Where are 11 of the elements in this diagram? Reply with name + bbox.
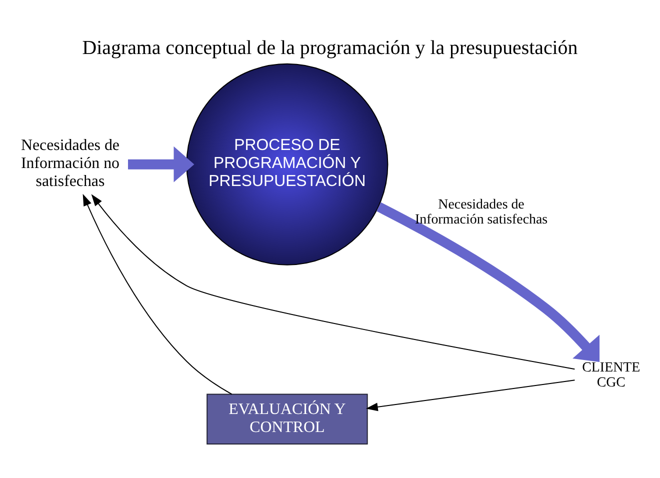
- node-circle: PROCESO DE PROGRAMACIÓN Y PRESUPUESTACIÓN: [186, 63, 388, 266]
- arrow: [128, 146, 194, 182]
- arrow: [91, 194, 576, 370]
- arrow: [376, 202, 600, 362]
- node-text: Necesidades de Información no satisfechas: [20, 137, 120, 190]
- diagram-title: Diagrama conceptual de la programación y la presupuestación: [82, 36, 578, 59]
- node-box: EVALUACIÓN Y CONTROL: [206, 394, 368, 445]
- arrow: [82, 194, 232, 395]
- edge-label: Necesidades de Información satisfechas: [414, 197, 548, 228]
- node-text: CLIENTE CGC: [582, 360, 640, 390]
- arrow: [366, 380, 576, 412]
